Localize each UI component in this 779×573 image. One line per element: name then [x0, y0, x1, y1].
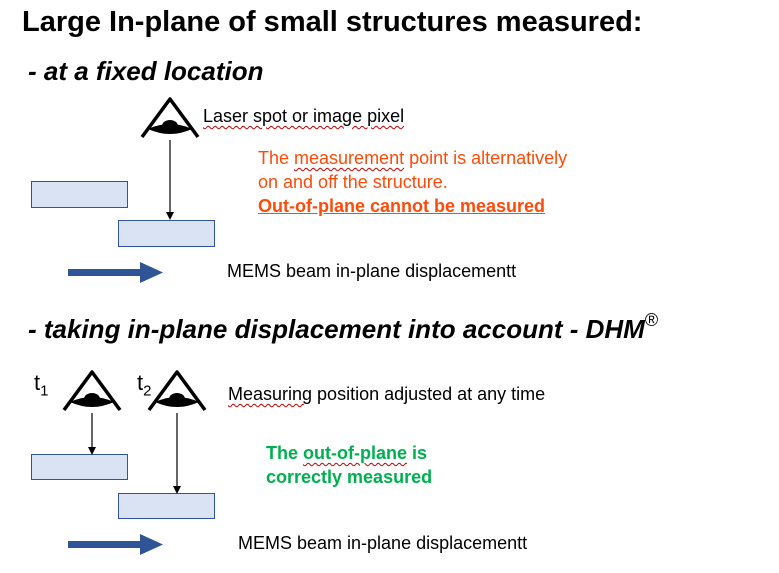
section1-beam-label: MEMS beam in-plane displacementt: [227, 261, 517, 281]
section2-eye-label: Measuring position adjusted at any time: [228, 384, 546, 404]
section1-heading: - at a fixed location: [28, 56, 264, 86]
t1-label: t1: [34, 370, 49, 400]
eye-icon: [140, 97, 200, 139]
section2-beam-label: MEMS beam in-plane displacementt: [238, 533, 528, 553]
right-arrow-icon: [68, 262, 163, 283]
eye-icon: [62, 370, 122, 412]
section2-note-line1: The out-of-plane is: [266, 443, 428, 463]
section1-note-line1: The measurement point is alternatively: [258, 148, 568, 168]
sightline-t2-head: [173, 486, 181, 494]
section1-note-line2: on and off the structure.: [258, 172, 448, 192]
registered-mark: ®: [644, 310, 659, 330]
section2-heading: - taking in-plane displacement into acco…: [28, 310, 659, 344]
right-arrow-icon: [68, 534, 163, 555]
sightline-1-head: [166, 212, 174, 220]
section1-eye-label: Laser spot or image pixel: [203, 106, 404, 127]
section1-note: The measurement point is alternatively o…: [258, 146, 567, 218]
section1-structure-right: [118, 220, 215, 247]
section2-structure-left: [31, 454, 128, 480]
section2-note-line2: correctly measured: [266, 467, 433, 487]
section1-note-line3: Out-of-plane cannot be measured: [258, 196, 546, 216]
eye-icon: [147, 370, 207, 412]
t2-label: t2: [137, 370, 152, 400]
section2-note: The out-of-plane is correctly measured: [266, 441, 432, 489]
section1-eye-label-text: Laser spot or image pixel: [203, 106, 405, 126]
section2-structure-right: [118, 493, 215, 519]
sightline-t1-head: [88, 447, 96, 455]
section1-structure-left: [31, 181, 128, 208]
page-title: Large In-plane of small structures measu…: [22, 6, 643, 38]
